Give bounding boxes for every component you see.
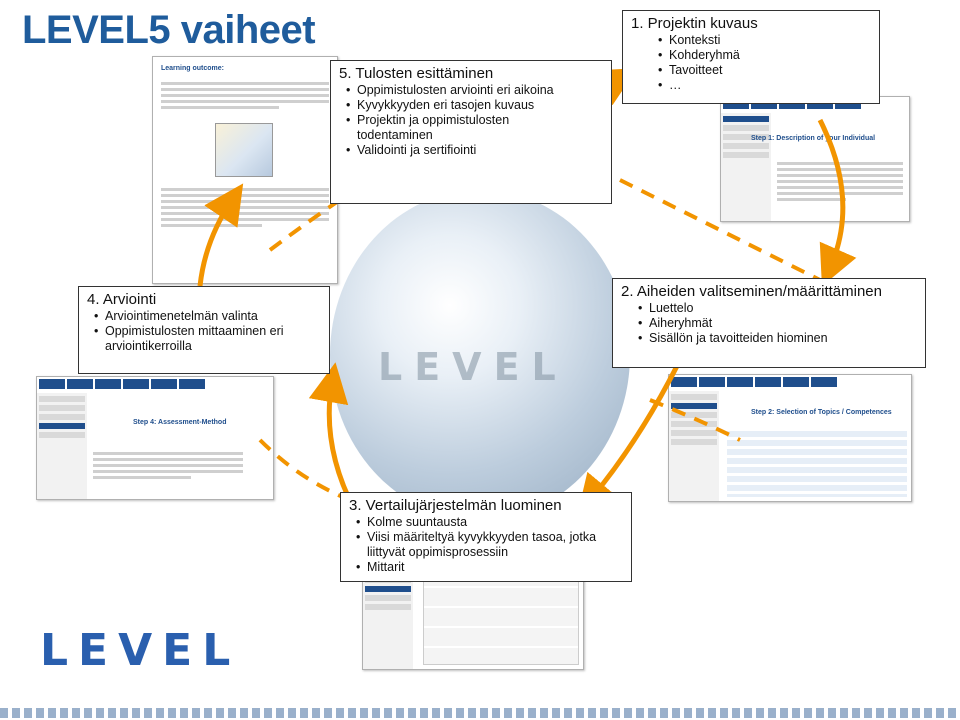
step1-title: 1. Projektin kuvaus xyxy=(631,15,758,32)
screenshot-step1: Step 1: Description of your Individual xyxy=(720,96,910,222)
thumb-sidebar xyxy=(721,113,771,221)
step3-title: 3. Vertailujärjestelmän luominen xyxy=(349,497,562,514)
list-item: Arviointimenetelmän valinta xyxy=(87,309,321,324)
list-item: Viisi määriteltyä kyvykkyyden tasoa, jot… xyxy=(349,530,599,560)
step3-box: 3. Vertailujärjestelmän luominen Kolme s… xyxy=(340,492,632,582)
thumb-caption: Step 1: Description of your Individual xyxy=(751,135,876,142)
report-text-lines xyxy=(161,79,329,112)
thumb-nav xyxy=(37,377,273,391)
step2-title: 2. Aiheiden valitseminen/määrittäminen xyxy=(621,283,882,300)
list-item: Kyvykkyyden eri tasojen kuvaus xyxy=(339,98,603,113)
list-item: … xyxy=(651,78,871,93)
thumb-text xyxy=(777,159,903,204)
list-item: Oppimistulosten mittaaminen eri arvioint… xyxy=(87,324,321,354)
step4-list: Arviointimenetelmän valinta Oppimistulos… xyxy=(87,309,321,354)
list-item: Sisällön ja tavoitteiden hiominen xyxy=(631,331,917,346)
cube-chart xyxy=(215,123,273,177)
level5-logo: LEVEL xyxy=(40,625,241,676)
thumb-sidebar xyxy=(669,391,719,501)
topic-list xyxy=(727,431,907,497)
step5-list: Oppimistulosten arviointi eri aikoina Ky… xyxy=(339,83,603,158)
step4-box: 4. Arviointi Arviointimenetelmän valinta… xyxy=(78,286,330,374)
footer-stripe xyxy=(0,708,960,718)
thumb-caption: Step 2: Selection of Topics / Competence… xyxy=(751,409,892,416)
list-item: Tavoitteet xyxy=(651,63,871,78)
thumb-caption: Learning outcome: xyxy=(161,65,225,72)
step5-box: 5. Tulosten esittäminen Oppimistulosten … xyxy=(330,60,612,204)
step5-title: 5. Tulosten esittäminen xyxy=(339,65,494,82)
thumb-nav xyxy=(669,375,911,389)
step4-title: 4. Arviointi xyxy=(87,291,157,308)
criteria-table xyxy=(423,567,579,665)
list-item: Mittarit xyxy=(349,560,623,575)
step3-list: Kolme suuntausta Viisi määriteltyä kyvyk… xyxy=(349,515,623,575)
step1-box: 1. Projektin kuvaus Konteksti Kohderyhmä… xyxy=(622,10,880,104)
list-item: Oppimistulosten arviointi eri aikoina xyxy=(339,83,603,98)
report-columns xyxy=(161,185,329,230)
thumb-sidebar xyxy=(37,393,87,499)
thumb-nav xyxy=(721,97,909,111)
list-item: Aiheryhmät xyxy=(631,316,917,331)
list-item: Projektin ja oppimistulosten todentamine… xyxy=(339,113,559,143)
list-item: Kohderyhmä xyxy=(651,48,871,63)
step1-list: Konteksti Kohderyhmä Tavoitteet … xyxy=(651,33,871,93)
screenshot-step2: Step 2: Selection of Topics / Competence… xyxy=(668,374,912,502)
list-item: Luettelo xyxy=(631,301,917,316)
thumb-text xyxy=(93,449,243,482)
screenshot-results-report: Learning outcome: xyxy=(152,56,338,284)
step2-box: 2. Aiheiden valitseminen/määrittäminen L… xyxy=(612,278,926,368)
center-sphere xyxy=(330,190,630,520)
list-item: Validointi ja sertifiointi xyxy=(339,143,603,158)
screenshot-step4: Step 4: Assessment-Method xyxy=(36,376,274,500)
thumb-caption: Step 4: Assessment-Method xyxy=(133,419,227,426)
list-item: Kolme suuntausta xyxy=(349,515,623,530)
step2-list: Luettelo Aiheryhmät Sisällön ja tavoitte… xyxy=(631,301,917,346)
slide-title: LEVEL5 vaiheet xyxy=(22,8,316,52)
level5-logo: LEVEL xyxy=(378,345,568,389)
list-item: Konteksti xyxy=(651,33,871,48)
